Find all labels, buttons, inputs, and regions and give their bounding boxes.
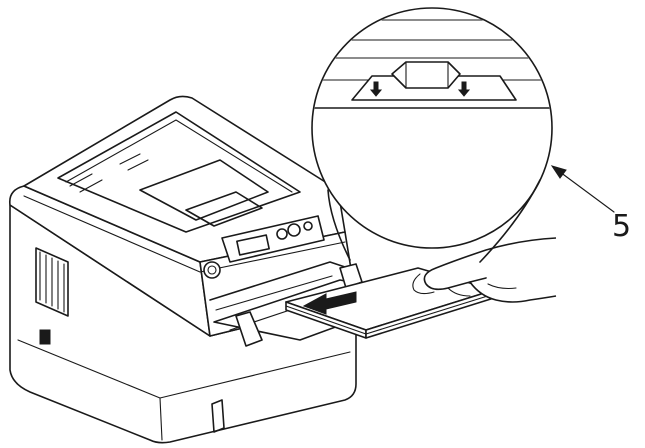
- hand-with-paper: [412, 237, 557, 303]
- insert-direction-arrow: [302, 291, 357, 315]
- power-switch-icon: [39, 329, 51, 345]
- vent-grille: [35, 247, 69, 317]
- power-button-icon: [203, 261, 221, 279]
- control-panel: [203, 215, 325, 279]
- callout-number: 5: [612, 209, 631, 244]
- detail-magnifier-circle: [311, 7, 553, 263]
- callout-5: 5: [550, 165, 631, 244]
- printer-illustration: [8, 95, 421, 444]
